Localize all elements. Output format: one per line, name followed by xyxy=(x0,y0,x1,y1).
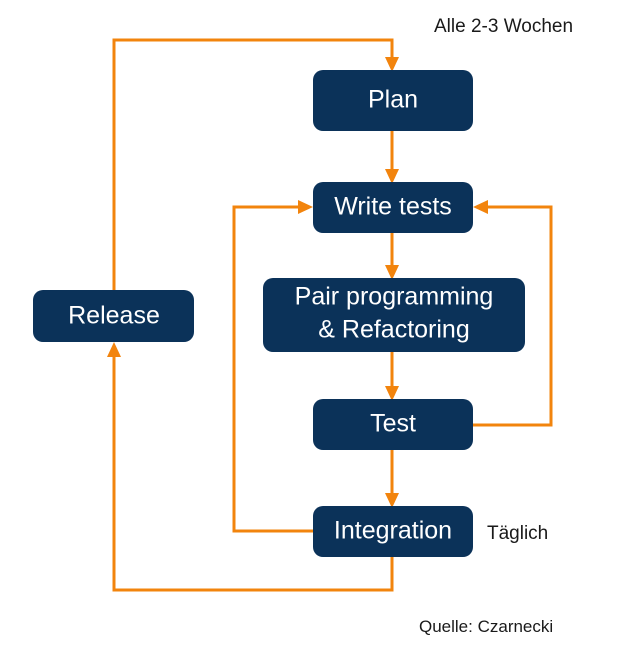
arrowhead-into-write-tests-top xyxy=(385,169,399,184)
node-integration-label: Integration xyxy=(334,517,452,545)
node-plan[interactable]: Plan xyxy=(313,70,473,131)
edge-test-to-write-tests xyxy=(473,200,553,427)
node-integration[interactable]: Integration xyxy=(313,506,473,557)
arrowhead-into-write-tests-left xyxy=(298,200,313,214)
arrowhead-into-plan xyxy=(385,57,399,72)
node-write-tests-label: Write tests xyxy=(334,193,452,221)
node-release-label: Release xyxy=(68,302,160,330)
edge-integration-to-release xyxy=(107,342,394,592)
node-test[interactable]: Test xyxy=(313,399,473,450)
arrowhead-into-write-tests-right xyxy=(473,200,488,214)
annotation-cadence-weeks: Alle 2-3 Wochen xyxy=(434,16,573,37)
edge-integration-to-write-tests xyxy=(232,200,313,533)
node-pair-programming-label-line2: & Refactoring xyxy=(318,316,469,344)
arrowhead-into-integration xyxy=(385,493,399,508)
edge-write-tests-to-pair xyxy=(385,233,399,280)
node-release-shape[interactable] xyxy=(33,290,194,342)
arrowhead-into-test xyxy=(385,386,399,401)
arrowhead-into-release xyxy=(107,342,121,357)
edge-pair-to-test xyxy=(385,352,399,401)
node-write-tests[interactable]: Write tests xyxy=(313,182,473,233)
node-plan-shape[interactable] xyxy=(313,70,473,131)
node-integration-shape[interactable] xyxy=(313,506,473,557)
edge-plan-to-write-tests xyxy=(385,131,399,184)
node-pair-programming[interactable]: Pair programming & Refactoring xyxy=(263,278,525,352)
node-test-label: Test xyxy=(370,410,416,438)
annotation-cadence-daily: Täglich xyxy=(487,523,548,544)
node-plan-label: Plan xyxy=(368,86,418,114)
node-pair-programming-shape[interactable] xyxy=(263,278,525,352)
edge-test-to-integration xyxy=(385,450,399,508)
edge-release-to-plan xyxy=(112,38,399,290)
node-write-tests-shape[interactable] xyxy=(313,182,473,233)
source-credit: Quelle: Czarnecki xyxy=(419,617,553,636)
arrowhead-into-pair-programming xyxy=(385,265,399,280)
node-test-shape[interactable] xyxy=(313,399,473,450)
node-release[interactable]: Release xyxy=(33,290,194,342)
node-pair-programming-label-line1: Pair programming xyxy=(295,283,494,311)
